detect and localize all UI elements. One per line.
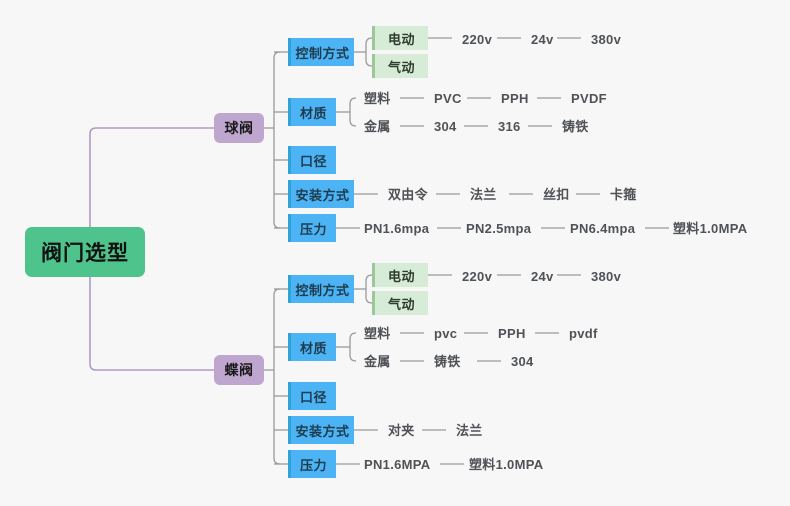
- leaf-ball-inst-union[interactable]: 双由令: [388, 187, 428, 202]
- wire-ball-mat-split: [349, 97, 357, 127]
- leaf-ball-electric-220v[interactable]: 220v: [462, 32, 493, 47]
- branch-node-ball-valve[interactable]: 球阀: [214, 113, 264, 143]
- node-bf-control-method[interactable]: 控制方式: [288, 275, 354, 303]
- leaf-ball-plastic-pph[interactable]: PPH: [501, 91, 529, 106]
- leaf-bf-electric-380v[interactable]: 380v: [591, 269, 622, 284]
- wire-bf-mat-split: [349, 332, 357, 362]
- leaf-ball-plastic[interactable]: 塑料: [364, 91, 391, 106]
- branch-node-butterfly-valve[interactable]: 蝶阀: [214, 355, 264, 385]
- leaf-bf-metal-304[interactable]: 304: [511, 354, 534, 369]
- node-ball-diameter[interactable]: 口径: [288, 146, 336, 174]
- node-ball-installation[interactable]: 安装方式: [288, 180, 354, 208]
- leaf-bf-inst-flange[interactable]: 法兰: [456, 423, 483, 438]
- leaf-ball-pres-pn16[interactable]: PN1.6mpa: [364, 221, 430, 236]
- leaf-bf-pres-plastic10[interactable]: 塑料1.0MPA: [469, 457, 544, 472]
- node-bf-pneumatic[interactable]: 气动: [372, 291, 428, 315]
- node-bf-electric[interactable]: 电动: [372, 263, 428, 287]
- leaf-bf-plastic-pph[interactable]: PPH: [498, 326, 526, 341]
- leaf-ball-pres-plastic10[interactable]: 塑料1.0MPA: [673, 221, 748, 236]
- leaf-bf-electric-24v[interactable]: 24v: [531, 269, 554, 284]
- node-ball-pressure[interactable]: 压力: [288, 214, 336, 242]
- leaf-bf-inst-wafer[interactable]: 对夹: [388, 423, 415, 438]
- leaf-bf-plastic-pvdf[interactable]: pvdf: [569, 326, 598, 341]
- leaf-ball-inst-thread[interactable]: 丝扣: [543, 187, 570, 202]
- leaf-bf-plastic-pvc[interactable]: pvc: [434, 326, 458, 341]
- leaf-ball-metal-cast-iron[interactable]: 铸铁: [562, 119, 589, 134]
- root-node[interactable]: 阀门选型: [25, 227, 145, 277]
- leaf-ball-plastic-pvdf[interactable]: PVDF: [571, 91, 607, 106]
- node-ball-material[interactable]: 材质: [288, 98, 336, 126]
- node-bf-installation[interactable]: 安装方式: [288, 416, 354, 444]
- wire-bf-spine: [273, 288, 281, 465]
- node-bf-diameter[interactable]: 口径: [288, 382, 336, 410]
- leaf-ball-inst-flange[interactable]: 法兰: [470, 187, 497, 202]
- leaf-ball-inst-clamp[interactable]: 卡箍: [610, 187, 637, 202]
- leaf-bf-metal[interactable]: 金属: [364, 354, 391, 369]
- leaf-ball-plastic-pvc[interactable]: PVC: [434, 91, 462, 106]
- leaf-ball-metal-304[interactable]: 304: [434, 119, 457, 134]
- node-bf-material[interactable]: 材质: [288, 333, 336, 361]
- leaf-bf-pres-pn16[interactable]: PN1.6MPA: [364, 457, 431, 472]
- leaf-bf-plastic[interactable]: 塑料: [364, 326, 391, 341]
- leaf-ball-electric-380v[interactable]: 380v: [591, 32, 622, 47]
- leaf-bf-electric-220v[interactable]: 220v: [462, 269, 493, 284]
- node-ball-control-method[interactable]: 控制方式: [288, 38, 354, 66]
- node-bf-pressure[interactable]: 压力: [288, 450, 336, 478]
- wire-ball-spine: [273, 51, 281, 229]
- leaf-ball-pres-pn64[interactable]: PN6.4mpa: [570, 221, 636, 236]
- leaf-ball-pres-pn25[interactable]: PN2.5mpa: [466, 221, 532, 236]
- leaf-ball-electric-24v[interactable]: 24v: [531, 32, 554, 47]
- node-ball-electric[interactable]: 电动: [372, 26, 428, 50]
- leaf-ball-metal[interactable]: 金属: [364, 119, 391, 134]
- leaf-ball-metal-316[interactable]: 316: [498, 119, 521, 134]
- leaf-bf-metal-cast-iron[interactable]: 铸铁: [434, 354, 461, 369]
- node-ball-pneumatic[interactable]: 气动: [372, 54, 428, 78]
